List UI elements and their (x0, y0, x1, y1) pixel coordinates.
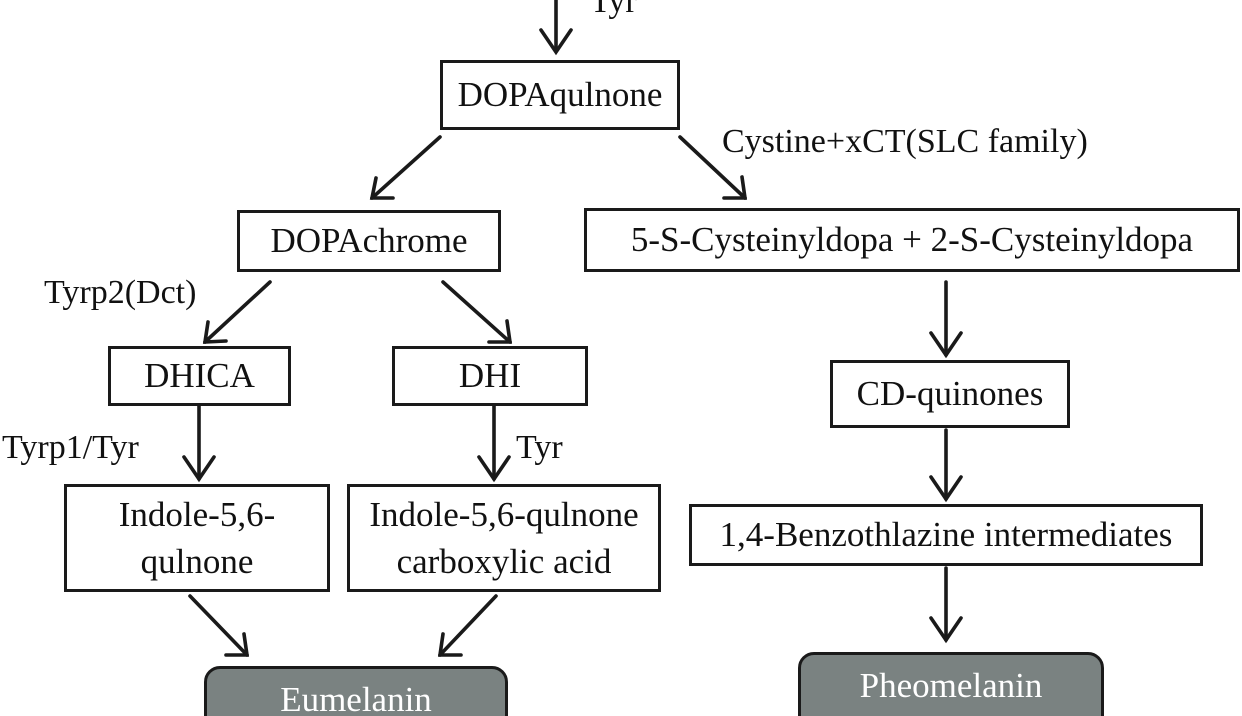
node-cd-quinones: CD-quinones (830, 360, 1070, 428)
arrow-dhi-to-indole-carboxylic (477, 404, 511, 483)
node-dopaquinone: DOPAqulnone (440, 60, 680, 130)
arrow-dopachrome-to-dhica (202, 280, 272, 344)
label-tyrp2-dct: Tyrp2(Dct) (44, 274, 197, 311)
arrow-top-to-dopaquinone (539, 0, 573, 56)
node-pheomelanin: Pheomelanin (798, 652, 1104, 716)
arrow-dopaquinone-to-dopachrome (369, 135, 442, 200)
node-indole-carboxylic: Indole-5,6-qulnone carboxylic acid (347, 484, 661, 592)
node-eumelanin: Eumelanin (204, 666, 508, 716)
node-indole-quinone: Indole-5,6- qulnone (64, 484, 330, 592)
node-indole-quinone-line2: qulnone (140, 542, 254, 581)
arrow-cysteinyldopa-to-cd-quinones (929, 280, 963, 359)
arrow-dopachrome-to-dhi (441, 280, 513, 344)
node-indole-quinone-line1: Indole-5,6- (118, 495, 276, 534)
arrow-benzothiazine-to-pheomelanin (929, 566, 963, 644)
label-tyrp1-tyr: Tyrp1/Tyr (2, 429, 139, 466)
label-tyr-top: Tyr (590, 0, 637, 20)
label-tyr-dhi: Tyr (516, 429, 563, 466)
arrow-dhica-to-indole-quinone (182, 404, 216, 483)
node-indole-carboxylic-line1: Indole-5,6-qulnone (369, 495, 639, 534)
node-indole-carboxylic-line2: carboxylic acid (396, 542, 612, 581)
node-dopachrome: DOPAchrome (237, 210, 501, 272)
label-cystine-xct: Cystine+xCT(SLC family) (722, 123, 1088, 160)
node-benzothiazine: 1,4-Benzothlazine intermediates (689, 504, 1203, 566)
node-cysteinyldopa: 5-S-Cysteinyldopa + 2-S-Cysteinyldopa (584, 208, 1240, 272)
arrow-dopaquinone-to-cysteinyldopa (678, 135, 748, 200)
arrow-cd-quinones-to-benzothiazine (929, 428, 963, 503)
node-dhica: DHICA (108, 346, 291, 406)
arrow-indole-quinone-to-eumelanin (188, 594, 250, 657)
node-dhi: DHI (392, 346, 588, 406)
arrow-indole-carboxylic-to-eumelanin (437, 594, 498, 657)
